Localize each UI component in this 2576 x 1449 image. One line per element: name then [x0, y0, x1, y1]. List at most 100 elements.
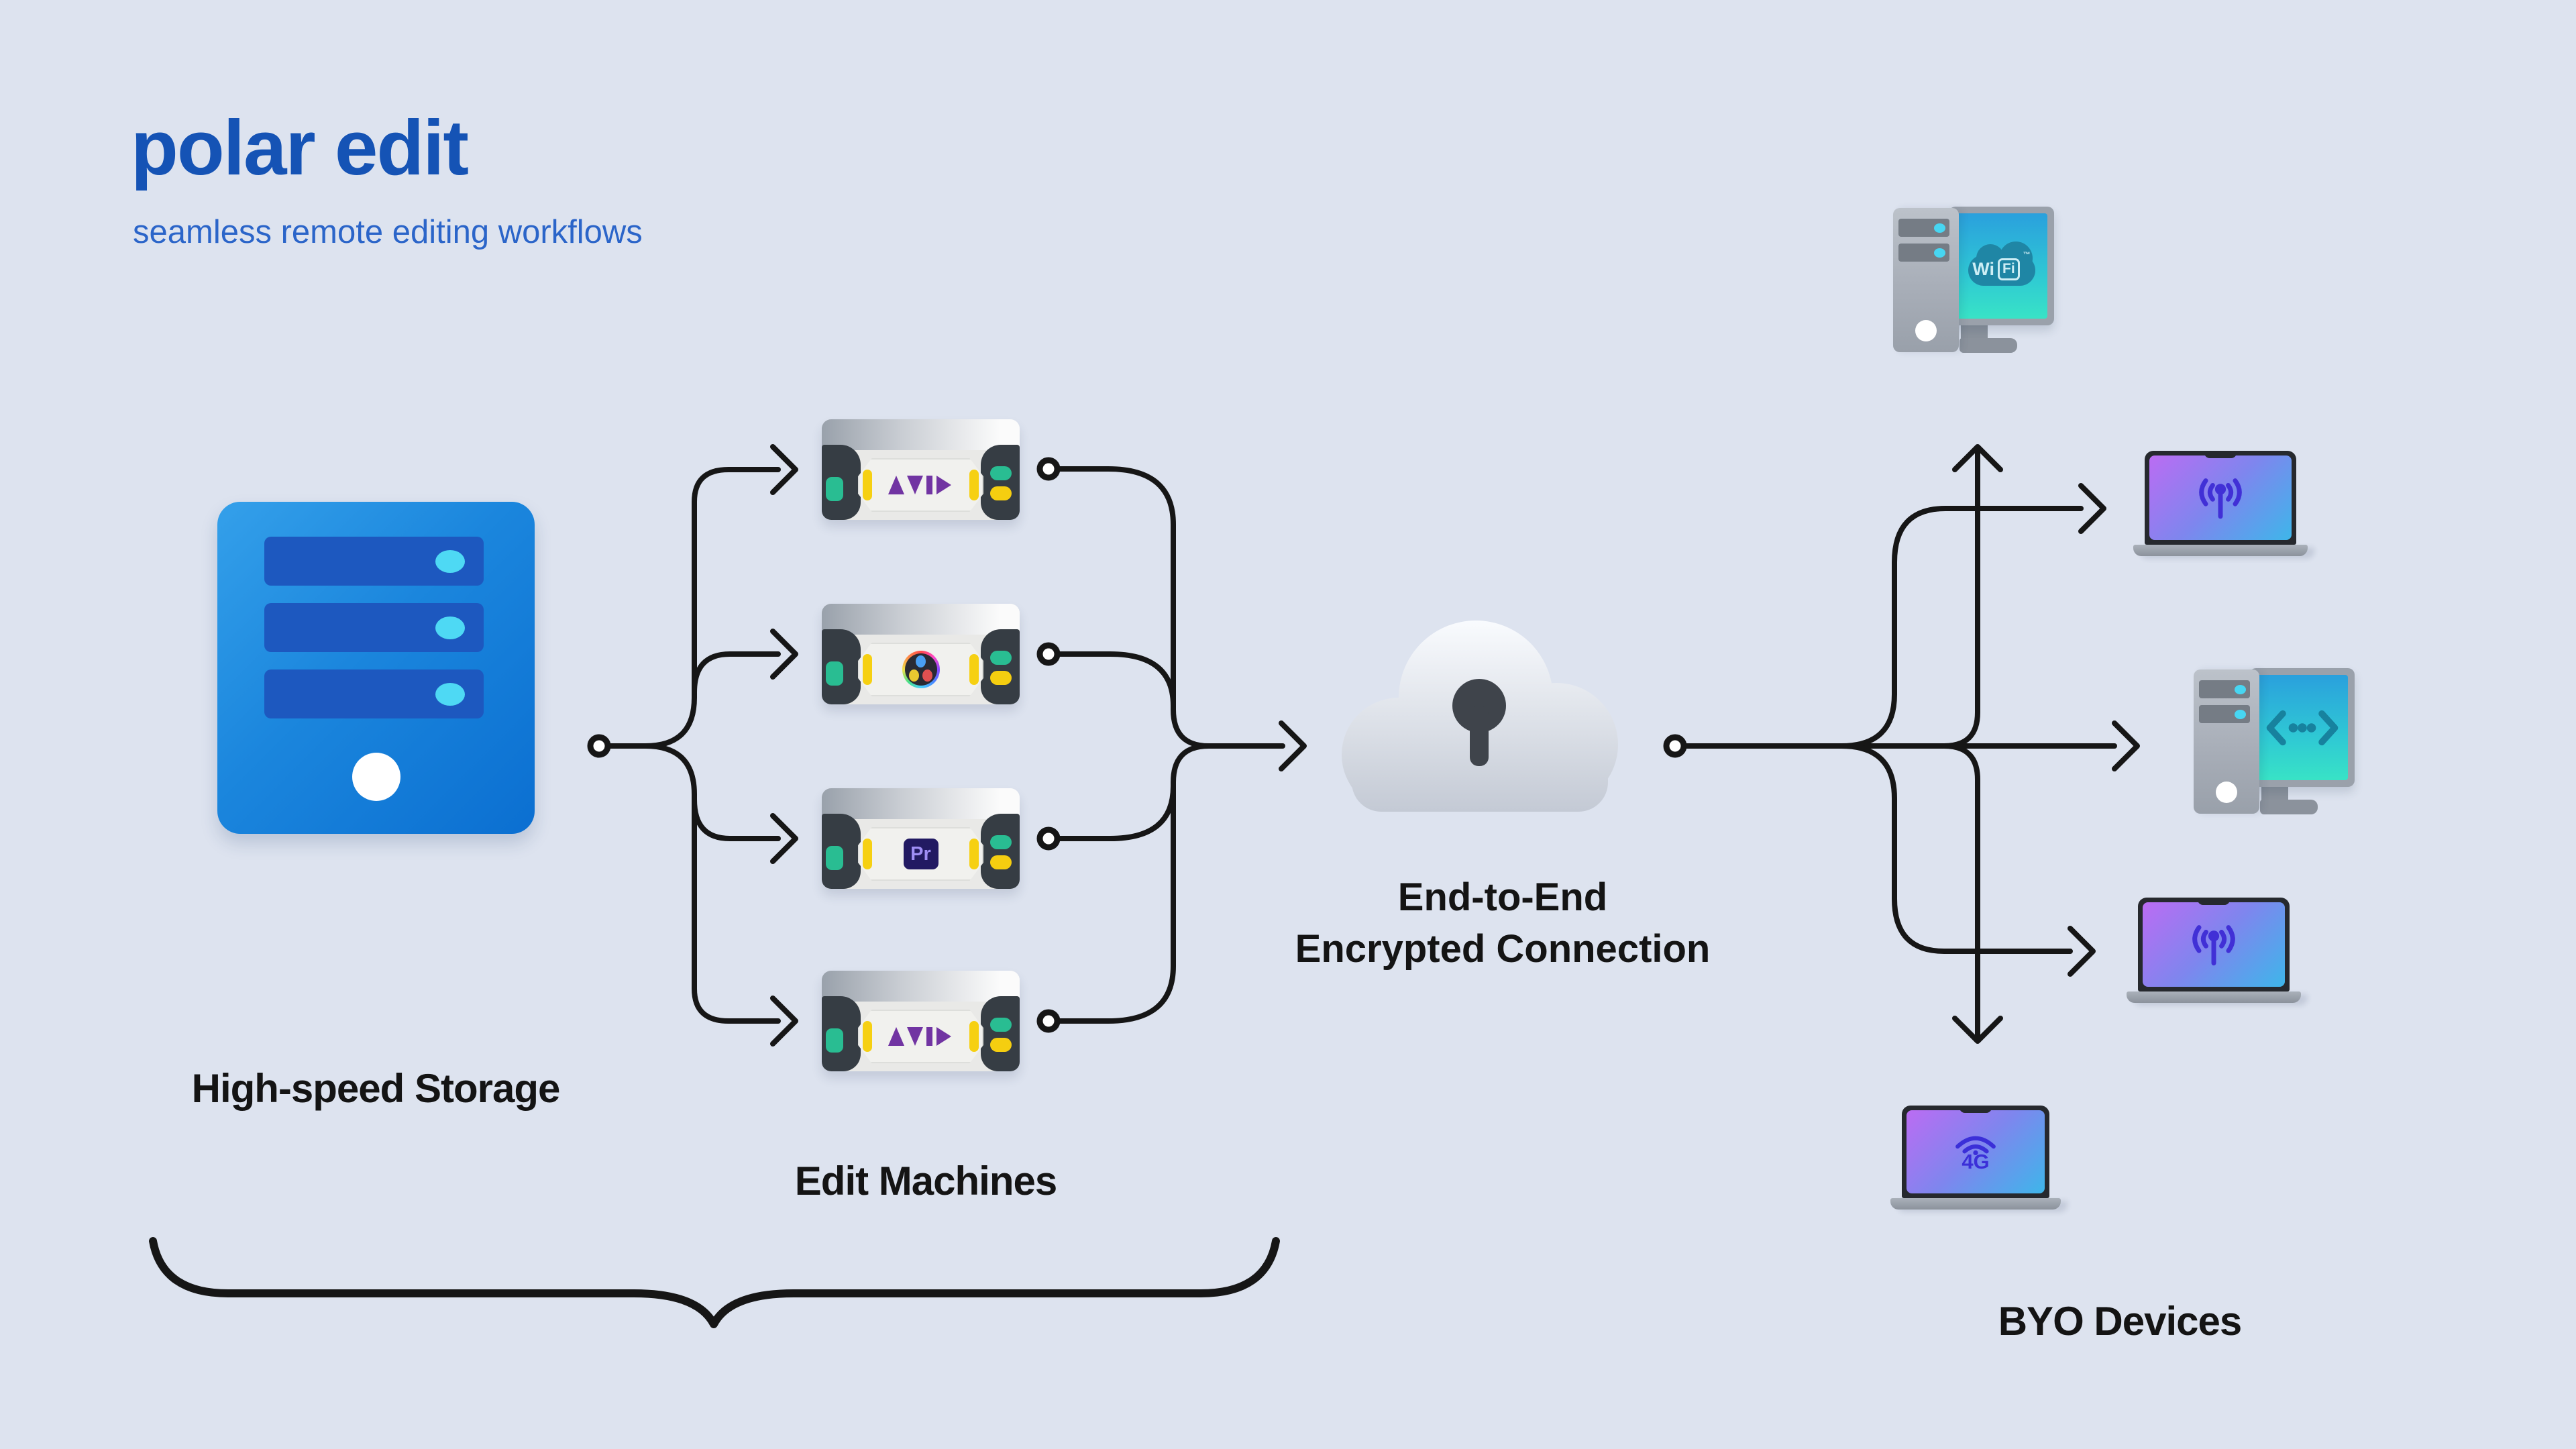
laptop-display — [2143, 902, 2285, 987]
power-button — [826, 661, 843, 686]
machine-front-panel — [858, 643, 983, 696]
resolve-petal-blue — [915, 655, 926, 667]
panel-bar — [969, 1021, 979, 1052]
line-storage-to-machine-4 — [605, 743, 781, 1024]
laptop-screen — [2145, 451, 2296, 545]
wifi-trademark: ™ — [2023, 250, 2031, 259]
machine-left-module — [822, 996, 861, 1071]
davinci-resolve-logo — [902, 651, 940, 688]
panel-bar — [969, 654, 979, 685]
resolve-petal-red — [922, 669, 932, 682]
power-button — [826, 477, 843, 501]
status-led-green — [990, 1018, 1012, 1032]
line-machine-2-to-cloud — [1055, 651, 1176, 708]
arrowhead — [2068, 926, 2096, 977]
laptop-notch — [1960, 1106, 1992, 1113]
connector-ring-machine-3 — [1036, 826, 1061, 851]
machine-right-module — [981, 629, 1020, 704]
page-title: polar edit — [131, 104, 469, 191]
storage-bay — [264, 537, 484, 586]
storage-led — [435, 682, 465, 706]
byo-devices-label: BYO Devices — [1998, 1299, 2243, 1344]
machine-right-module — [981, 445, 1020, 520]
edit-machine-avid-1 — [822, 419, 1020, 520]
arrowhead — [1279, 720, 1307, 771]
avid-logo — [888, 1027, 951, 1046]
panel-bar — [863, 1021, 872, 1052]
line-machine-4-to-cloud — [1055, 743, 1212, 1024]
status-led-green — [990, 466, 1012, 480]
laptop-base — [1890, 1198, 2061, 1210]
tower-bay — [2199, 680, 2250, 698]
line-cloud-to-laptop-4g — [1941, 743, 1980, 1040]
laptop-display — [2149, 455, 2292, 540]
panel-bar — [969, 839, 979, 869]
machine-left-module — [822, 445, 861, 520]
avid-logo — [888, 476, 951, 494]
desktop-wifi: Wi Fi ™ — [1893, 207, 2054, 353]
panel-bar — [863, 839, 872, 869]
antenna-signal-icon — [2192, 925, 2235, 966]
edit-machine-avid-2 — [822, 971, 1020, 1071]
storage-label: High-speed Storage — [191, 1066, 561, 1111]
keyhole-icon — [1452, 679, 1506, 766]
line-cloud-to-laptop-lower — [1839, 743, 2073, 954]
connector-ring-machine-2 — [1036, 642, 1061, 666]
monitor-base — [1960, 338, 2017, 353]
arrowhead — [2112, 720, 2140, 771]
wifi-logo: Wi Fi ™ — [1967, 241, 2037, 290]
panel-bar — [863, 654, 872, 685]
storage-power-button — [352, 753, 400, 801]
line-cloud-to-laptop-upper — [1839, 506, 2084, 749]
antenna-signal-icon — [2199, 478, 2242, 519]
panel-bar — [863, 470, 872, 500]
machine-left-module — [822, 629, 861, 704]
resolve-petal-yellow — [908, 669, 919, 682]
connector-ring-storage — [587, 734, 611, 758]
status-led-green — [990, 835, 1012, 849]
cloud-label-line2: Encrypted Connection — [1295, 926, 1711, 971]
tower-led — [1934, 248, 1945, 258]
edit-machine-premiere: Pr — [822, 788, 1020, 889]
machine-right-module — [981, 814, 1020, 889]
status-led-yellow — [990, 671, 1012, 685]
laptop-notch — [2198, 898, 2230, 905]
tower-led — [2235, 684, 2246, 694]
premiere-pro-logo: Pr — [903, 839, 938, 869]
laptop-base — [2127, 991, 2301, 1003]
desktop-tower — [1893, 208, 1959, 352]
edit-machines-label: Edit Machines — [794, 1159, 1057, 1203]
curly-brace — [149, 1237, 1280, 1328]
connector-ring-machine-4 — [1036, 1009, 1061, 1033]
machine-right-module — [981, 996, 1020, 1071]
code-icon — [2266, 710, 2338, 745]
monitor-screen — [2256, 675, 2348, 780]
arrowhead — [770, 444, 798, 495]
laptop-screen: 4G — [1902, 1106, 2049, 1198]
panel-bar — [969, 470, 979, 500]
machine-front-panel: Pr — [858, 827, 983, 881]
line-cloud-to-desktop-wifi — [1941, 448, 1980, 749]
power-button — [826, 1028, 843, 1053]
tower-power-button — [1915, 320, 1937, 341]
storage-bay — [264, 669, 484, 718]
page-subtitle: seamless remote editing workflows — [133, 214, 643, 250]
connector-ring-machine-1 — [1036, 457, 1061, 481]
machine-front-panel — [858, 1010, 983, 1063]
machine-top-cap — [822, 971, 1020, 1002]
tower-led — [2235, 709, 2246, 719]
wifi-4g-icon: 4G — [1953, 1132, 1998, 1172]
line-machine-1-to-cloud — [1055, 466, 1285, 749]
line-storage-to-machine-2 — [692, 651, 781, 695]
arrowhead — [2078, 483, 2106, 534]
tower-power-button — [2216, 782, 2237, 803]
desktop-code — [2194, 668, 2355, 814]
machine-top-cap — [822, 419, 1020, 450]
storage-led — [435, 549, 465, 573]
laptop-base — [2133, 545, 2308, 556]
arrowhead — [1952, 444, 2003, 472]
line-storage-to-machine-3 — [692, 797, 781, 841]
edit-machine-resolve — [822, 604, 1020, 704]
